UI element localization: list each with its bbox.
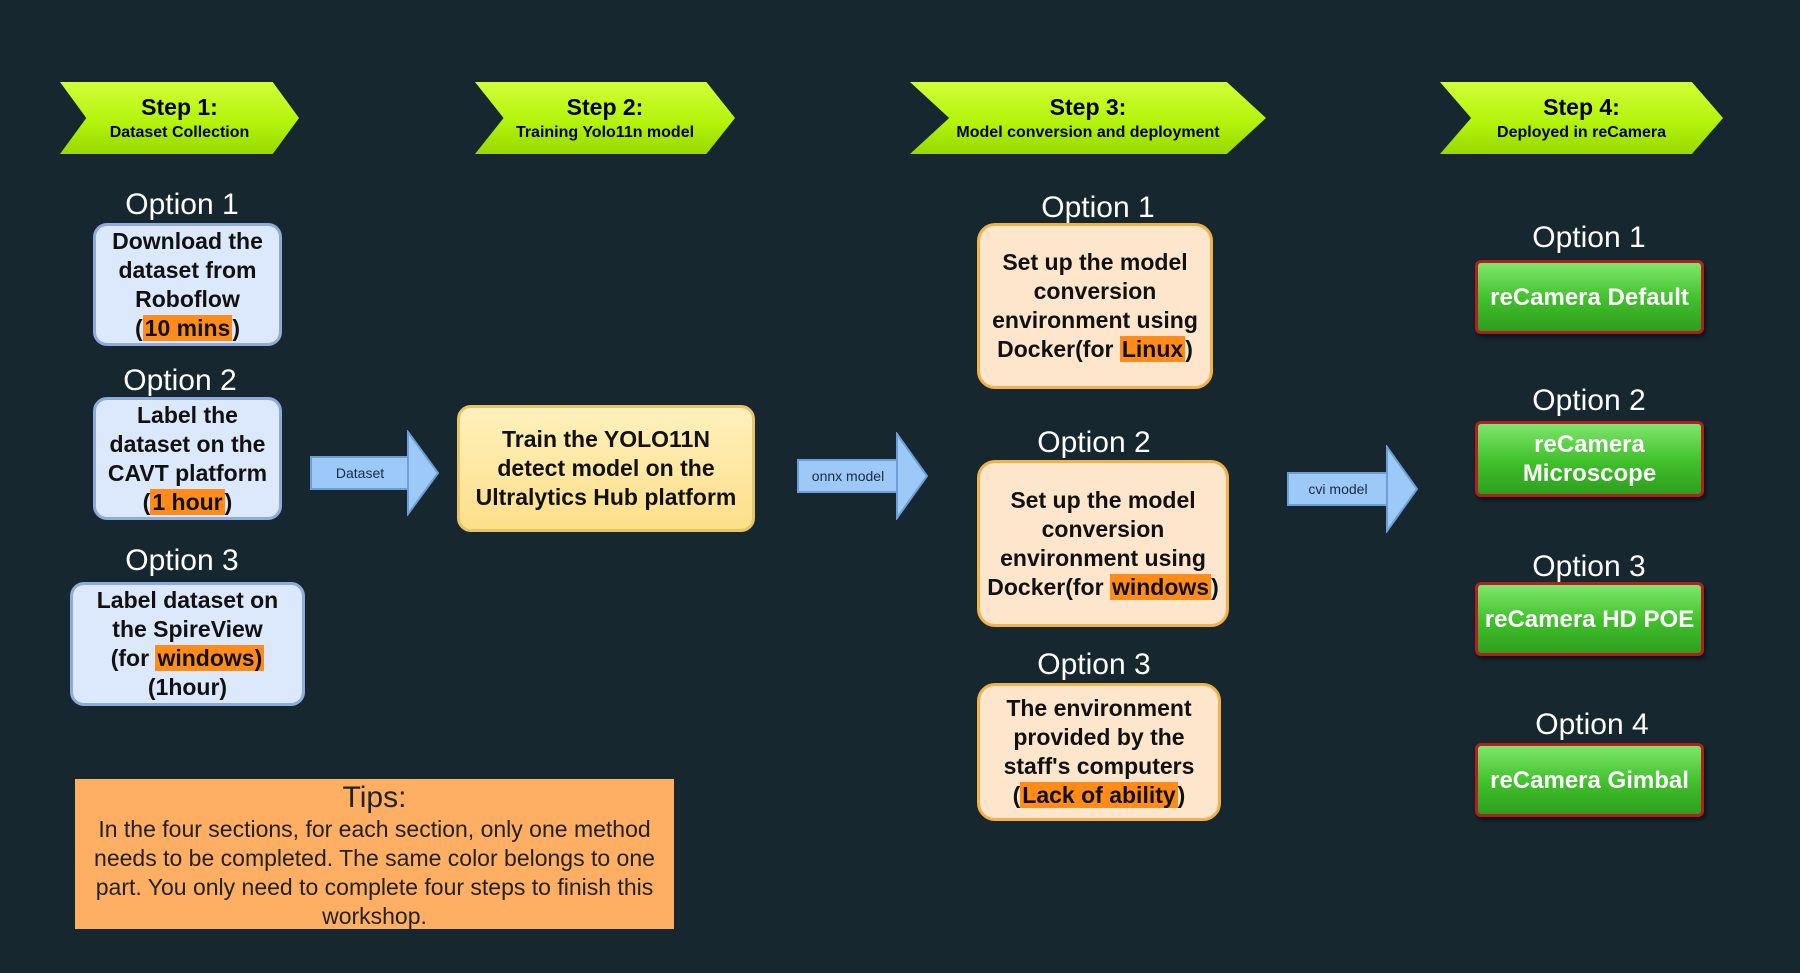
step1-option1-box: Download the dataset from Roboflow (10 m… bbox=[93, 223, 282, 346]
step4-opt2-line2: Microscope bbox=[1522, 460, 1657, 487]
arrow-right-icon bbox=[1386, 445, 1419, 533]
step1-opt3-line3a: (for bbox=[110, 645, 156, 671]
step1-option3-label: Option 3 bbox=[125, 544, 239, 577]
cvi-arrow-label: cvi model bbox=[1287, 472, 1389, 506]
step3-option3-box: The environment provided by the staff's … bbox=[977, 683, 1221, 821]
step1-opt3-line1: Label dataset on bbox=[96, 587, 279, 613]
step-4-chevron: Step 4: Deployed in reCamera bbox=[1440, 82, 1723, 154]
step1-option2-box: Label the dataset on the CAVT platform (… bbox=[93, 397, 282, 520]
step1-opt2-line2: dataset on the bbox=[109, 430, 266, 457]
arrow-right-icon bbox=[407, 430, 440, 516]
step4-option2-box: reCamera Microscope bbox=[1475, 421, 1704, 497]
step3-opt3-line4a: ( bbox=[1012, 782, 1021, 808]
step4-opt2-line1: reCamera bbox=[1534, 431, 1645, 458]
step4-option4-box: reCamera Gimbal bbox=[1475, 743, 1704, 817]
step3-option3-label: Option 3 bbox=[1037, 648, 1151, 681]
step3-opt1-line2: conversion bbox=[1033, 278, 1157, 304]
step3-option1-label: Option 1 bbox=[1041, 191, 1155, 224]
step-1-title: Step 1: bbox=[141, 94, 218, 120]
step3-opt2-line2: conversion bbox=[1041, 515, 1165, 542]
step1-option3-box: Label dataset on the SpireView (for wind… bbox=[70, 582, 305, 706]
step4-option3-label: Option 3 bbox=[1532, 550, 1646, 583]
step3-opt1-line4a: Docker(for bbox=[997, 336, 1120, 362]
step3-option2-box: Set up the model conversion environment … bbox=[977, 460, 1229, 627]
step1-opt1-line3: Roboflow bbox=[135, 285, 240, 312]
tips-box: Tips: In the four sections, for each sec… bbox=[75, 779, 674, 929]
step1-opt1-line2: dataset from bbox=[118, 256, 257, 283]
step4-option1-label: Option 1 bbox=[1532, 221, 1646, 254]
step1-option2-label: Option 2 bbox=[123, 364, 237, 397]
step2-line2: detect model on the bbox=[497, 455, 715, 481]
step1-opt2-open: ( bbox=[142, 488, 151, 515]
step1-opt1-highlight: 10 mins bbox=[142, 314, 233, 341]
step-3-chevron: Step 3: Model conversion and deployment bbox=[910, 82, 1266, 154]
step-4-title: Step 4: bbox=[1543, 94, 1620, 120]
step1-opt3-highlight: windows) bbox=[155, 645, 265, 671]
step-2-subtitle: Training Yolo11n model bbox=[515, 124, 695, 141]
step1-opt2-line1: Label the bbox=[137, 401, 238, 428]
step-1-subtitle: Dataset Collection bbox=[109, 124, 250, 141]
step1-opt1-close: ) bbox=[232, 314, 240, 341]
step3-opt3-line1: The environment bbox=[1006, 695, 1192, 721]
dataset-arrow-label: Dataset bbox=[310, 456, 410, 490]
tips-body: In the four sections, for each section, … bbox=[94, 816, 655, 929]
arrow-right-icon bbox=[896, 432, 929, 520]
step2-line1: Train the YOLO11N bbox=[502, 426, 710, 452]
dataset-arrow: Dataset bbox=[310, 430, 440, 516]
step3-option2-label: Option 2 bbox=[1037, 426, 1151, 459]
step3-opt2-line1: Set up the model bbox=[1010, 486, 1196, 513]
step-2-chevron: Step 2: Training Yolo11n model bbox=[475, 82, 735, 154]
step1-opt2-line3: CAVT platform bbox=[107, 459, 268, 486]
step3-opt2-line4b: ) bbox=[1211, 573, 1219, 600]
step-4-subtitle: Deployed in reCamera bbox=[1497, 124, 1666, 141]
step3-opt2-line4a: Docker(for bbox=[987, 573, 1110, 600]
step1-option1-label: Option 1 bbox=[125, 188, 239, 221]
step1-opt1-open: ( bbox=[135, 314, 143, 341]
step4-option3-box: reCamera HD POE bbox=[1475, 582, 1704, 656]
step4-opt1-line1: reCamera Default bbox=[1490, 283, 1689, 311]
step1-opt3-line4: (1hour) bbox=[147, 674, 228, 700]
step3-opt1-line4b: ) bbox=[1185, 336, 1193, 362]
tips-title: Tips: bbox=[342, 781, 407, 814]
step-2-title: Step 2: bbox=[566, 94, 644, 120]
step1-opt2-highlight: 1 hour bbox=[150, 488, 225, 515]
cvi-model-arrow: cvi model bbox=[1287, 445, 1419, 533]
step4-opt4-line1: reCamera Gimbal bbox=[1490, 766, 1689, 794]
step3-opt3-highlight: Lack of ability bbox=[1020, 782, 1178, 808]
step4-option2-label: Option 2 bbox=[1532, 384, 1646, 417]
step3-opt1-line3: environment using bbox=[992, 307, 1198, 333]
step1-opt2-close: ) bbox=[224, 488, 233, 515]
step2-line3: Ultralytics Hub platform bbox=[475, 484, 737, 510]
step3-option1-box: Set up the model conversion environment … bbox=[977, 223, 1213, 389]
step3-opt3-line4b: ) bbox=[1177, 782, 1186, 808]
step-3-title: Step 3: bbox=[1049, 94, 1127, 120]
step3-opt3-line2: provided by the bbox=[1013, 724, 1185, 750]
step4-option1-box: reCamera Default bbox=[1475, 260, 1704, 334]
onnx-model-arrow: onnx model bbox=[797, 432, 929, 520]
step2-train-box: Train the YOLO11N detect model on the Ul… bbox=[457, 405, 755, 532]
step-3-subtitle: Model conversion and deployment bbox=[956, 124, 1220, 141]
step1-opt3-line2: the SpireView bbox=[112, 616, 263, 642]
step3-opt2-line3: environment using bbox=[1000, 544, 1206, 571]
step3-opt2-highlight: windows bbox=[1109, 573, 1212, 600]
step3-opt1-line1: Set up the model bbox=[1002, 249, 1188, 275]
step4-option4-label: Option 4 bbox=[1535, 708, 1649, 741]
step4-opt3-line1: reCamera HD POE bbox=[1484, 605, 1695, 633]
step3-opt1-highlight: Linux bbox=[1119, 336, 1186, 362]
onnx-arrow-label: onnx model bbox=[797, 459, 899, 493]
step-1-chevron: Step 1: Dataset Collection bbox=[60, 82, 299, 154]
step3-opt3-line3: staff's computers bbox=[1003, 753, 1195, 779]
step1-opt1-line1: Download the bbox=[112, 227, 263, 254]
